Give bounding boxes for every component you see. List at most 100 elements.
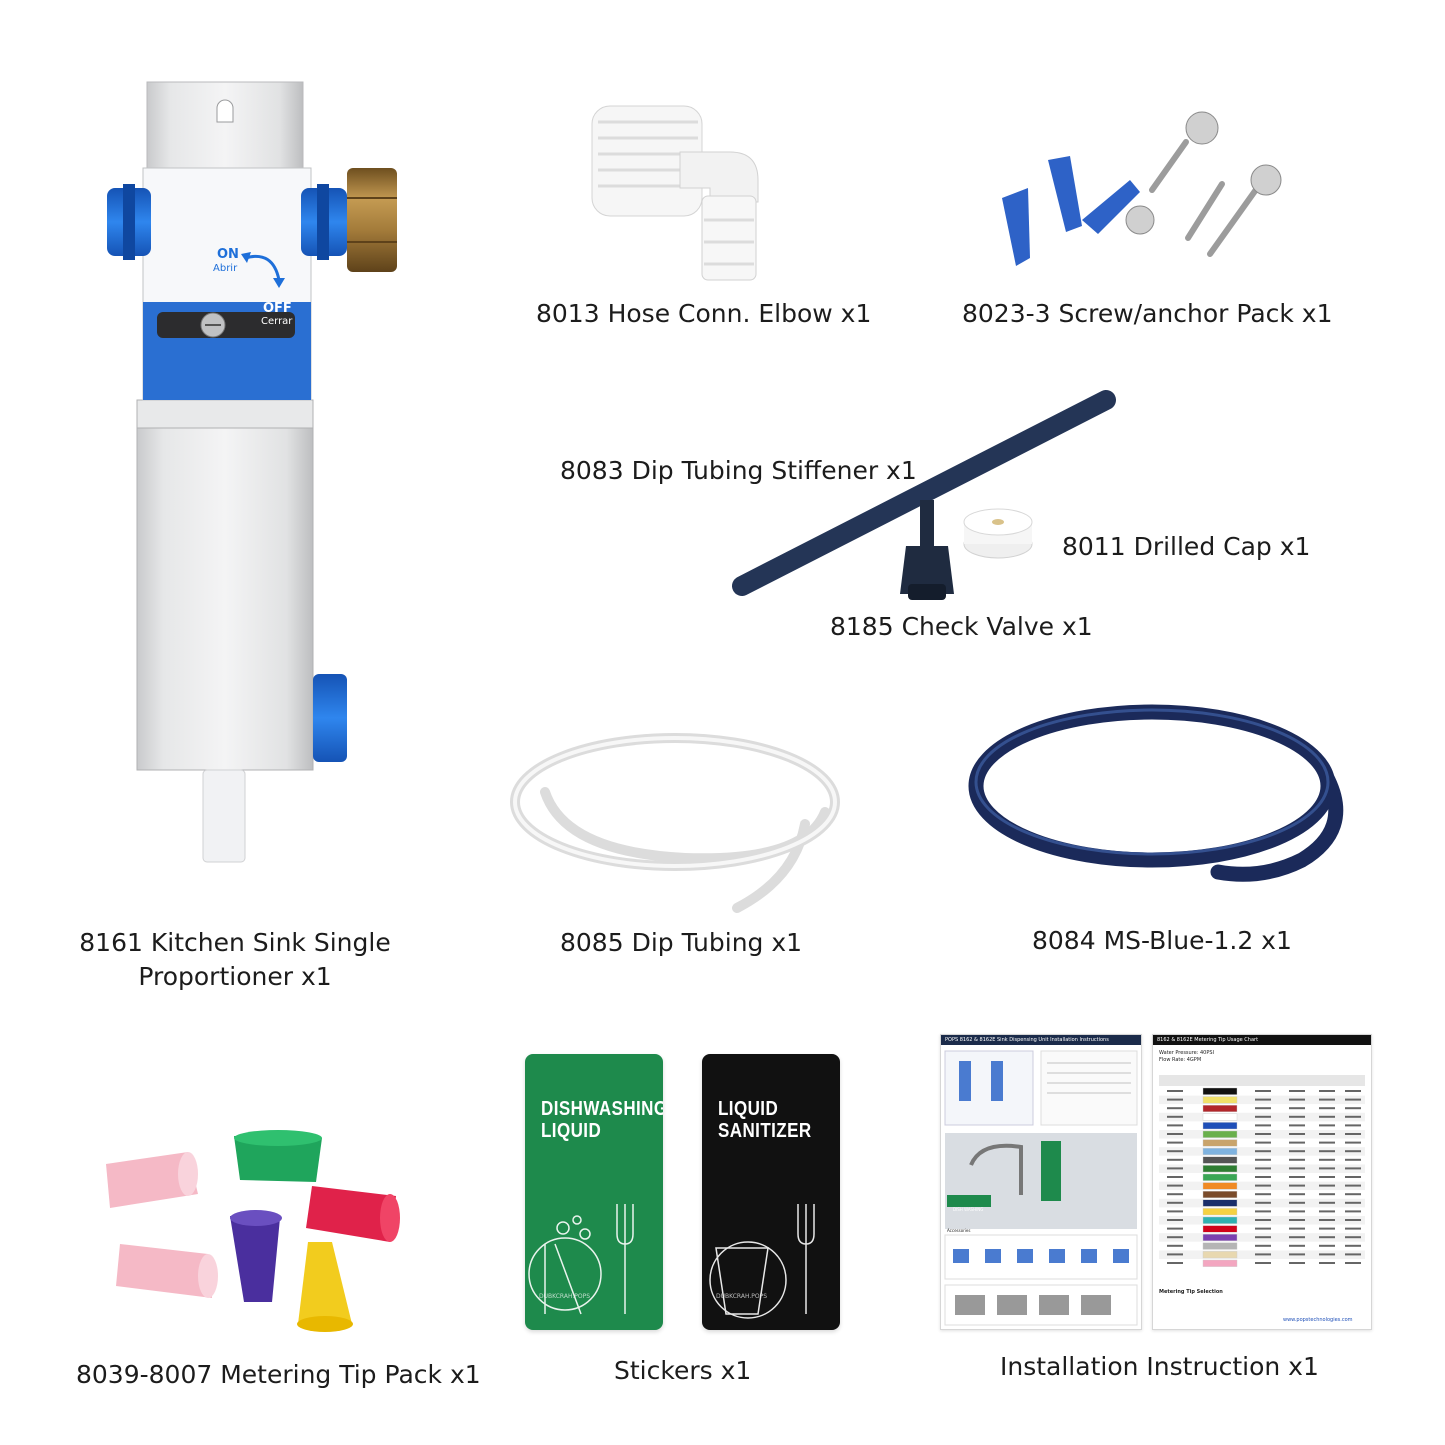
- screw-pack-label: 8023-3 Screw/anchor Pack x1: [962, 299, 1333, 328]
- drilled-cap-label: 8011 Drilled Cap x1: [1062, 532, 1311, 561]
- tip-color-swatch: [1202, 1122, 1238, 1130]
- tip-chart-cell: [1319, 1236, 1335, 1239]
- tip-color-swatch: [1202, 1199, 1238, 1207]
- tip-chart-cell: [1167, 1219, 1183, 1221]
- tip-chart-cell: [1167, 1201, 1183, 1204]
- tip-color-swatch: [1202, 1225, 1238, 1233]
- tip-chart-cell: [1255, 1176, 1271, 1178]
- tip-chart-cell: [1289, 1124, 1305, 1127]
- elbow-image: [580, 92, 770, 284]
- tip-chart-cell: [1345, 1210, 1361, 1213]
- tip-chart-cell: [1319, 1167, 1335, 1170]
- tip-chart-cell: [1319, 1227, 1335, 1230]
- tip-chart-cell: [1167, 1253, 1183, 1256]
- tip-chart-cell: [1345, 1141, 1361, 1144]
- tip-chart-cell: [1345, 1201, 1361, 1204]
- tip-chart-cell: [1345, 1253, 1361, 1256]
- tip-chart-cell: [1289, 1176, 1305, 1178]
- tip-color-swatch: [1202, 1113, 1238, 1121]
- tip-chart-cell: [1255, 1098, 1271, 1101]
- accessories-label: Accessories: [947, 1228, 971, 1233]
- tip-chart-cell: [1289, 1253, 1305, 1256]
- ms-blue-image: [962, 700, 1362, 900]
- tip-chart-cell: [1255, 1219, 1271, 1221]
- tip-chart-cell: [1319, 1141, 1335, 1144]
- instruction-sheet-2-title: 8162 & 8162E Metering Tip Usage Chart: [1153, 1035, 1371, 1045]
- tip-chart-cell: [1345, 1133, 1361, 1135]
- ms-blue-label: 8084 MS-Blue-1.2 x1: [1032, 926, 1292, 955]
- tip-chart-cell: [1289, 1184, 1305, 1187]
- tip-color-swatch: [1202, 1233, 1238, 1241]
- proportioner-image: ON Abrir OFF Cerrar: [95, 80, 415, 870]
- tip-chart-header: [1159, 1075, 1365, 1086]
- tip-chart-cell: [1167, 1141, 1183, 1144]
- tip-chart-cell: [1289, 1262, 1305, 1264]
- tip-chart-cell: [1289, 1201, 1305, 1204]
- tip-chart-cell: [1289, 1167, 1305, 1170]
- tip-chart-cell: [1319, 1107, 1335, 1110]
- tip-chart-cell: [1345, 1124, 1361, 1127]
- tip-chart-cell: [1167, 1107, 1183, 1110]
- tip-chart-cell: [1167, 1090, 1183, 1092]
- tip-chart-cell: [1167, 1184, 1183, 1187]
- tip-chart-cell: [1345, 1244, 1361, 1247]
- water-pressure: Water Pressure: 40PSI: [1159, 1050, 1215, 1056]
- tip-color-swatch: [1202, 1173, 1238, 1181]
- tip-chart-cell: [1345, 1167, 1361, 1170]
- tip-chart-cell: [1319, 1150, 1335, 1153]
- instruction-sheet-1-title: POPS 8162 & 8162E Sink Dispensing Unit I…: [941, 1035, 1141, 1045]
- dish-fork-icon: [528, 1204, 634, 1315]
- sticker-dishwashing: DISHWASHING LIQUID DUBKCRAH.POPS: [525, 1054, 663, 1330]
- tip-chart-cell: [1255, 1150, 1271, 1153]
- tip-chart-cell: [1289, 1141, 1305, 1144]
- elbow-label: 8013 Hose Conn. Elbow x1: [536, 299, 872, 328]
- tip-chart-cell: [1167, 1244, 1183, 1247]
- tip-chart-cell: [1167, 1193, 1183, 1196]
- tip-chart-cell: [1255, 1244, 1271, 1247]
- tip-usage-table: [1159, 1075, 1365, 1268]
- tip-chart-cell: [1289, 1098, 1305, 1101]
- valve-off-es-label: Cerrar: [261, 316, 293, 327]
- tip-chart-cell: [1167, 1210, 1183, 1213]
- tip-color-swatch: [1202, 1156, 1238, 1164]
- tip-chart-cell: [1167, 1115, 1183, 1118]
- sticker-dishwashing-title: DISHWASHING LIQUID: [541, 1098, 663, 1142]
- tip-chart-cell: [1289, 1244, 1305, 1247]
- tip-color-swatch: [1202, 1242, 1238, 1250]
- dip-tubing-image: [505, 728, 850, 918]
- tip-chart-cell: [1167, 1262, 1183, 1264]
- tip-chart-cell: [1319, 1201, 1335, 1204]
- tip-color-swatch: [1202, 1259, 1238, 1267]
- tip-chart-cell: [1319, 1193, 1335, 1196]
- tip-chart-cell: [1289, 1193, 1305, 1196]
- tip-chart-cell: [1289, 1158, 1305, 1161]
- sticker-dishwashing-footer: DUBKCRAH.POPS: [539, 1293, 591, 1300]
- tip-chart-cell: [1255, 1124, 1271, 1127]
- tip-chart-cell: [1167, 1236, 1183, 1239]
- screw-pack-image: [990, 108, 1290, 278]
- tip-chart-cell: [1319, 1090, 1335, 1092]
- metering-tips-label: 8039-8007 Metering Tip Pack x1: [76, 1360, 481, 1389]
- valve-on-es-label: Abrir: [213, 263, 238, 274]
- tip-chart-cell: [1345, 1150, 1361, 1153]
- website-label: www.popstechnologies.com: [1283, 1317, 1353, 1323]
- tip-color-swatch: [1202, 1208, 1238, 1216]
- sticker-sanitizer-title: LIQUID SANITIZER: [718, 1098, 812, 1142]
- tip-chart-cell: [1289, 1219, 1305, 1221]
- proportioner-drawing: [107, 81, 397, 863]
- tip-chart-cell: [1319, 1253, 1335, 1256]
- tip-color-swatch: [1202, 1147, 1238, 1155]
- tip-chart-cell: [1289, 1236, 1305, 1239]
- tip-color-swatch: [1202, 1105, 1238, 1113]
- tip-chart-cell: [1289, 1115, 1305, 1118]
- tip-chart-cell: [1255, 1141, 1271, 1144]
- tip-chart-cell: [1345, 1090, 1361, 1092]
- tip-color-swatch: [1202, 1251, 1238, 1259]
- tip-chart-cell: [1167, 1133, 1183, 1135]
- tip-chart-cell: [1255, 1193, 1271, 1196]
- tip-chart-cell: [1319, 1210, 1335, 1213]
- stiffener-image: [728, 388, 1128, 618]
- tip-chart-cell: [1167, 1158, 1183, 1161]
- valve-off-label: OFF: [263, 301, 292, 316]
- tip-chart-cell: [1289, 1150, 1305, 1153]
